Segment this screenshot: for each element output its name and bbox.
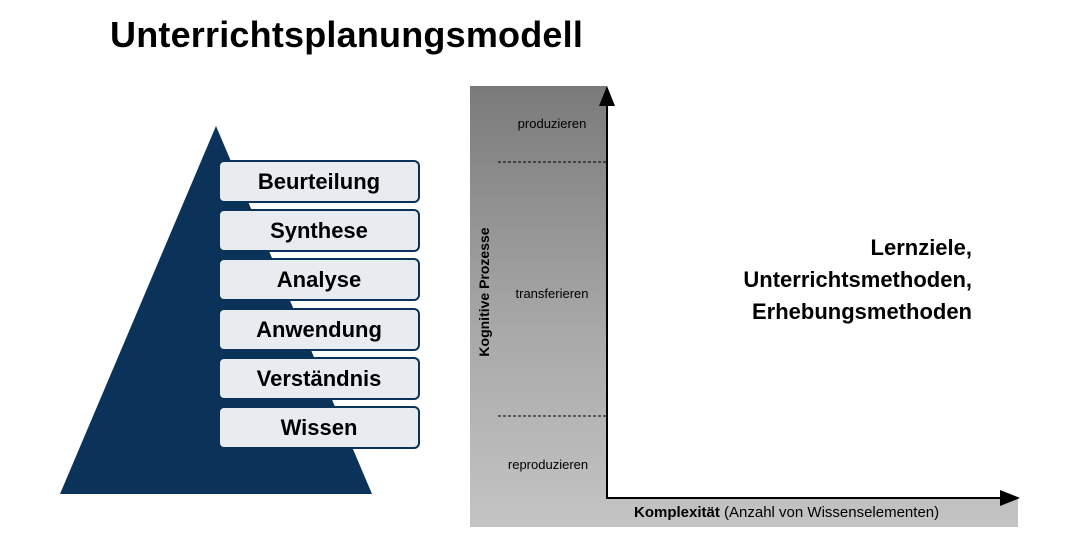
band-transferieren: transferieren bbox=[515, 286, 589, 301]
level-analyse: Analyse bbox=[218, 258, 420, 301]
outcome-line-lernziele: Lernziele, bbox=[870, 235, 972, 260]
outcome-line-unterrichtsmethoden: Unterrichtsmethoden, bbox=[743, 267, 972, 292]
page-title: Unterrichtsplanungsmodell bbox=[110, 14, 584, 55]
x-axis-label-bold: Komplexität bbox=[634, 504, 720, 521]
x-axis-label: Komplexität (Anzahl von Wissenselementen… bbox=[634, 504, 939, 521]
outcome-line-erhebungsmethoden: Erhebungsmethoden bbox=[751, 299, 972, 324]
outcomes-text: Lernziele, Unterrichtsmethoden, Erhebung… bbox=[743, 232, 972, 328]
x-axis-label-rest: (Anzahl von Wissenselementen) bbox=[719, 504, 940, 521]
level-anwendung: Anwendung bbox=[218, 308, 420, 351]
band-produzieren: produzieren bbox=[517, 116, 587, 131]
pyramid-triangle bbox=[60, 126, 372, 494]
y-axis-label: Kognitive Prozesse bbox=[476, 227, 492, 357]
level-beurteilung: Beurteilung bbox=[218, 160, 420, 203]
band-reproduzieren: reproduzieren bbox=[507, 457, 589, 472]
level-wissen: Wissen bbox=[218, 406, 420, 449]
level-verstaendnis: Verständnis bbox=[218, 357, 420, 400]
level-synthese: Synthese bbox=[218, 209, 420, 252]
plot-area bbox=[607, 86, 1018, 498]
